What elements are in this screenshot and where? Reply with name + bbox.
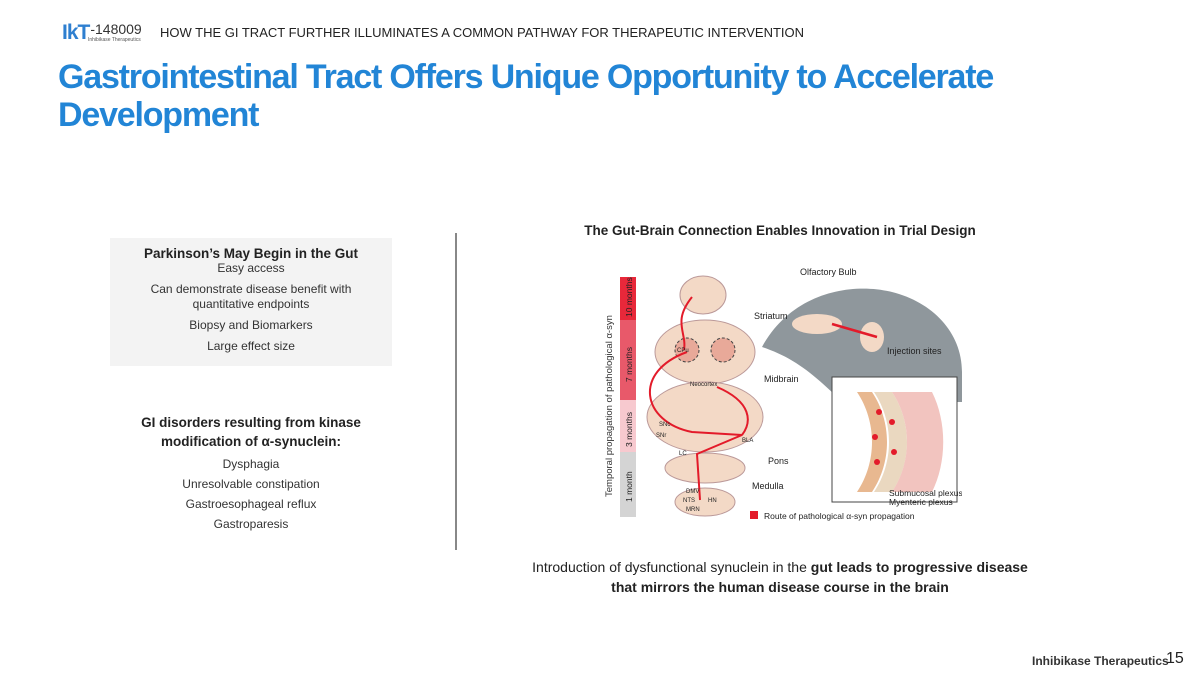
annotation-label: Injection sites <box>887 346 942 356</box>
caption-text: Introduction of dysfunctional synuclein … <box>532 559 811 575</box>
small-label: DMV <box>686 489 699 495</box>
timeline-label: 1 month <box>624 471 634 502</box>
timeline-10-months <box>620 277 636 320</box>
gi-disorders-box: GI disorders resulting from kinase modif… <box>110 413 392 531</box>
list-item: Dysphagia <box>222 457 280 471</box>
figure-title: The Gut-Brain Connection Enables Innovat… <box>584 223 976 238</box>
company-logo: IkT -148009 Inhibikase Therapeutics <box>62 22 142 44</box>
list-item: Gastroesophageal reflux <box>185 497 317 511</box>
timeline-3-months <box>620 400 636 452</box>
olfactory-bulb-section <box>679 275 727 315</box>
region-label: Medulla <box>752 481 784 491</box>
small-label: HN <box>708 498 717 504</box>
box-heading: Parkinson’s May Begin in the Gut <box>143 246 359 261</box>
propagation-route <box>648 296 749 501</box>
logo-number: -148009 <box>90 21 142 37</box>
small-label: CPu <box>677 348 689 354</box>
list-item: Can demonstrate disease benefit with qua… <box>150 282 352 311</box>
small-label: SNr <box>656 433 666 439</box>
timeline-label: 10 months <box>624 277 634 317</box>
list-item: Biopsy and Biomarkers <box>189 318 313 332</box>
region-label: Olfactory Bulb <box>800 267 857 277</box>
caption-bold: gut leads to progressive disease <box>810 559 1028 575</box>
striatum-section <box>654 319 756 385</box>
logo-subtext: Inhibikase Therapeutics <box>88 37 141 43</box>
legend-label: Route of pathological α-syn propagation <box>764 511 915 521</box>
section-kicker: HOW THE GI TRACT FURTHER ILLUMINATES A C… <box>160 25 805 40</box>
timeline-label: 3 months <box>624 412 634 447</box>
region-label: Pons <box>768 456 789 466</box>
list-item: Large effect size <box>207 339 295 353</box>
small-label: MRN <box>686 507 700 513</box>
page-number: 15 <box>1166 650 1184 667</box>
footer-company: Inhibikase Therapeutics <box>1032 654 1169 668</box>
small-label: SNc <box>659 422 670 428</box>
logo-mark: IkT <box>62 21 90 44</box>
timeline-label: 7 months <box>624 347 634 382</box>
annotation-label: Submucosal plexus <box>889 488 962 498</box>
gut-brain-figure: Temporal propagation of pathological α-s… <box>604 267 962 521</box>
region-label: Striatum <box>754 311 788 321</box>
timeline-1-month <box>620 452 636 517</box>
small-label: LC <box>679 451 687 457</box>
axis-label: Temporal propagation of pathological α-s… <box>604 315 615 497</box>
figure-caption: Introduction of dysfunctional synuclein … <box>470 557 1090 597</box>
list-item: Unresolvable constipation <box>182 477 320 491</box>
list-item: Easy access <box>217 261 285 275</box>
list-item: Gastroparesis <box>213 517 289 531</box>
caption-bold: that mirrors the human disease course in… <box>611 579 949 595</box>
pons-section <box>664 452 746 484</box>
small-label: BLA <box>742 438 753 444</box>
small-label: NTS <box>683 498 695 504</box>
small-label: Neocortex <box>690 382 717 388</box>
region-label: Midbrain <box>764 374 799 384</box>
legend-swatch <box>750 511 758 519</box>
vertical-divider <box>455 233 457 550</box>
box-heading: GI disorders resulting from kinase modif… <box>141 415 361 449</box>
medulla-section <box>674 487 736 517</box>
annotation-label: Myenteric plexus <box>889 497 953 507</box>
slide-title: Gastrointestinal Tract Offers Unique Opp… <box>58 58 994 134</box>
gut-origin-box: Parkinson’s May Begin in the Gut Easy ac… <box>110 238 392 366</box>
timeline-7-months <box>620 320 636 400</box>
